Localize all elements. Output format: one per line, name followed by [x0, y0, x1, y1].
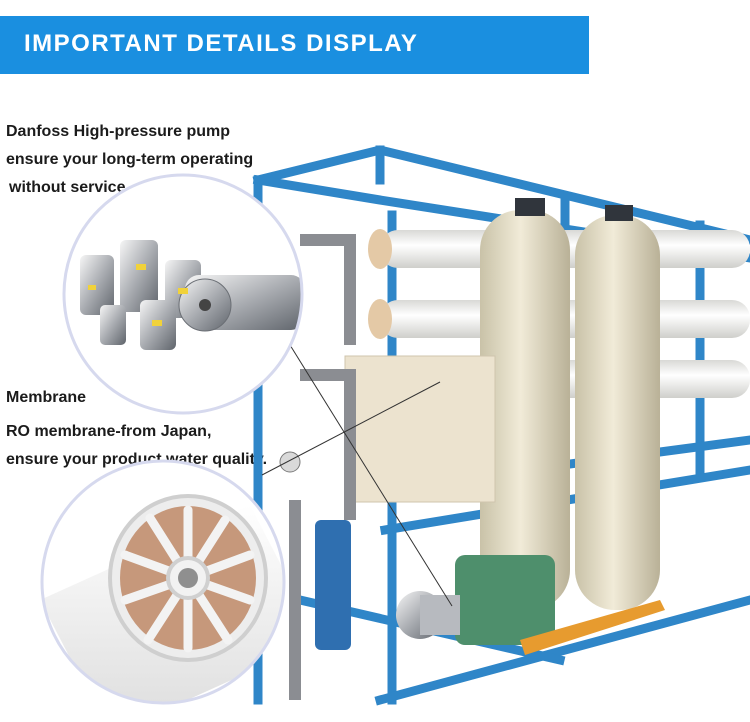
cartridge-filter [315, 520, 351, 650]
dosing-tank [344, 355, 496, 503]
drip-tray [520, 600, 665, 655]
high-pressure-pump-motor [396, 555, 555, 645]
section-header-title: IMPORTANT DETAILS DISPLAY [24, 30, 419, 57]
pump-detail-circle [62, 173, 304, 415]
membrane-description-line-1: RO membrane-from Japan, [6, 423, 212, 440]
membrane-title: Membrane [6, 389, 87, 406]
filter-tanks [480, 198, 660, 610]
membrane-pointer-line [261, 381, 441, 476]
feed-pipes [289, 234, 356, 700]
pump-description-line-2: without service. [9, 179, 130, 196]
section-header-banner: IMPORTANT DETAILS DISPLAY [0, 16, 589, 74]
pressure-gauge-icon [279, 451, 301, 473]
pump-pointer-line [289, 344, 453, 607]
membrane-description-line-2: ensure your product water quality. [6, 451, 268, 468]
pump-description-line-1: ensure your long-term operating [6, 151, 254, 168]
membrane-detail-circle [40, 459, 286, 705]
pump-title: Danfoss High-pressure pump [6, 123, 231, 140]
